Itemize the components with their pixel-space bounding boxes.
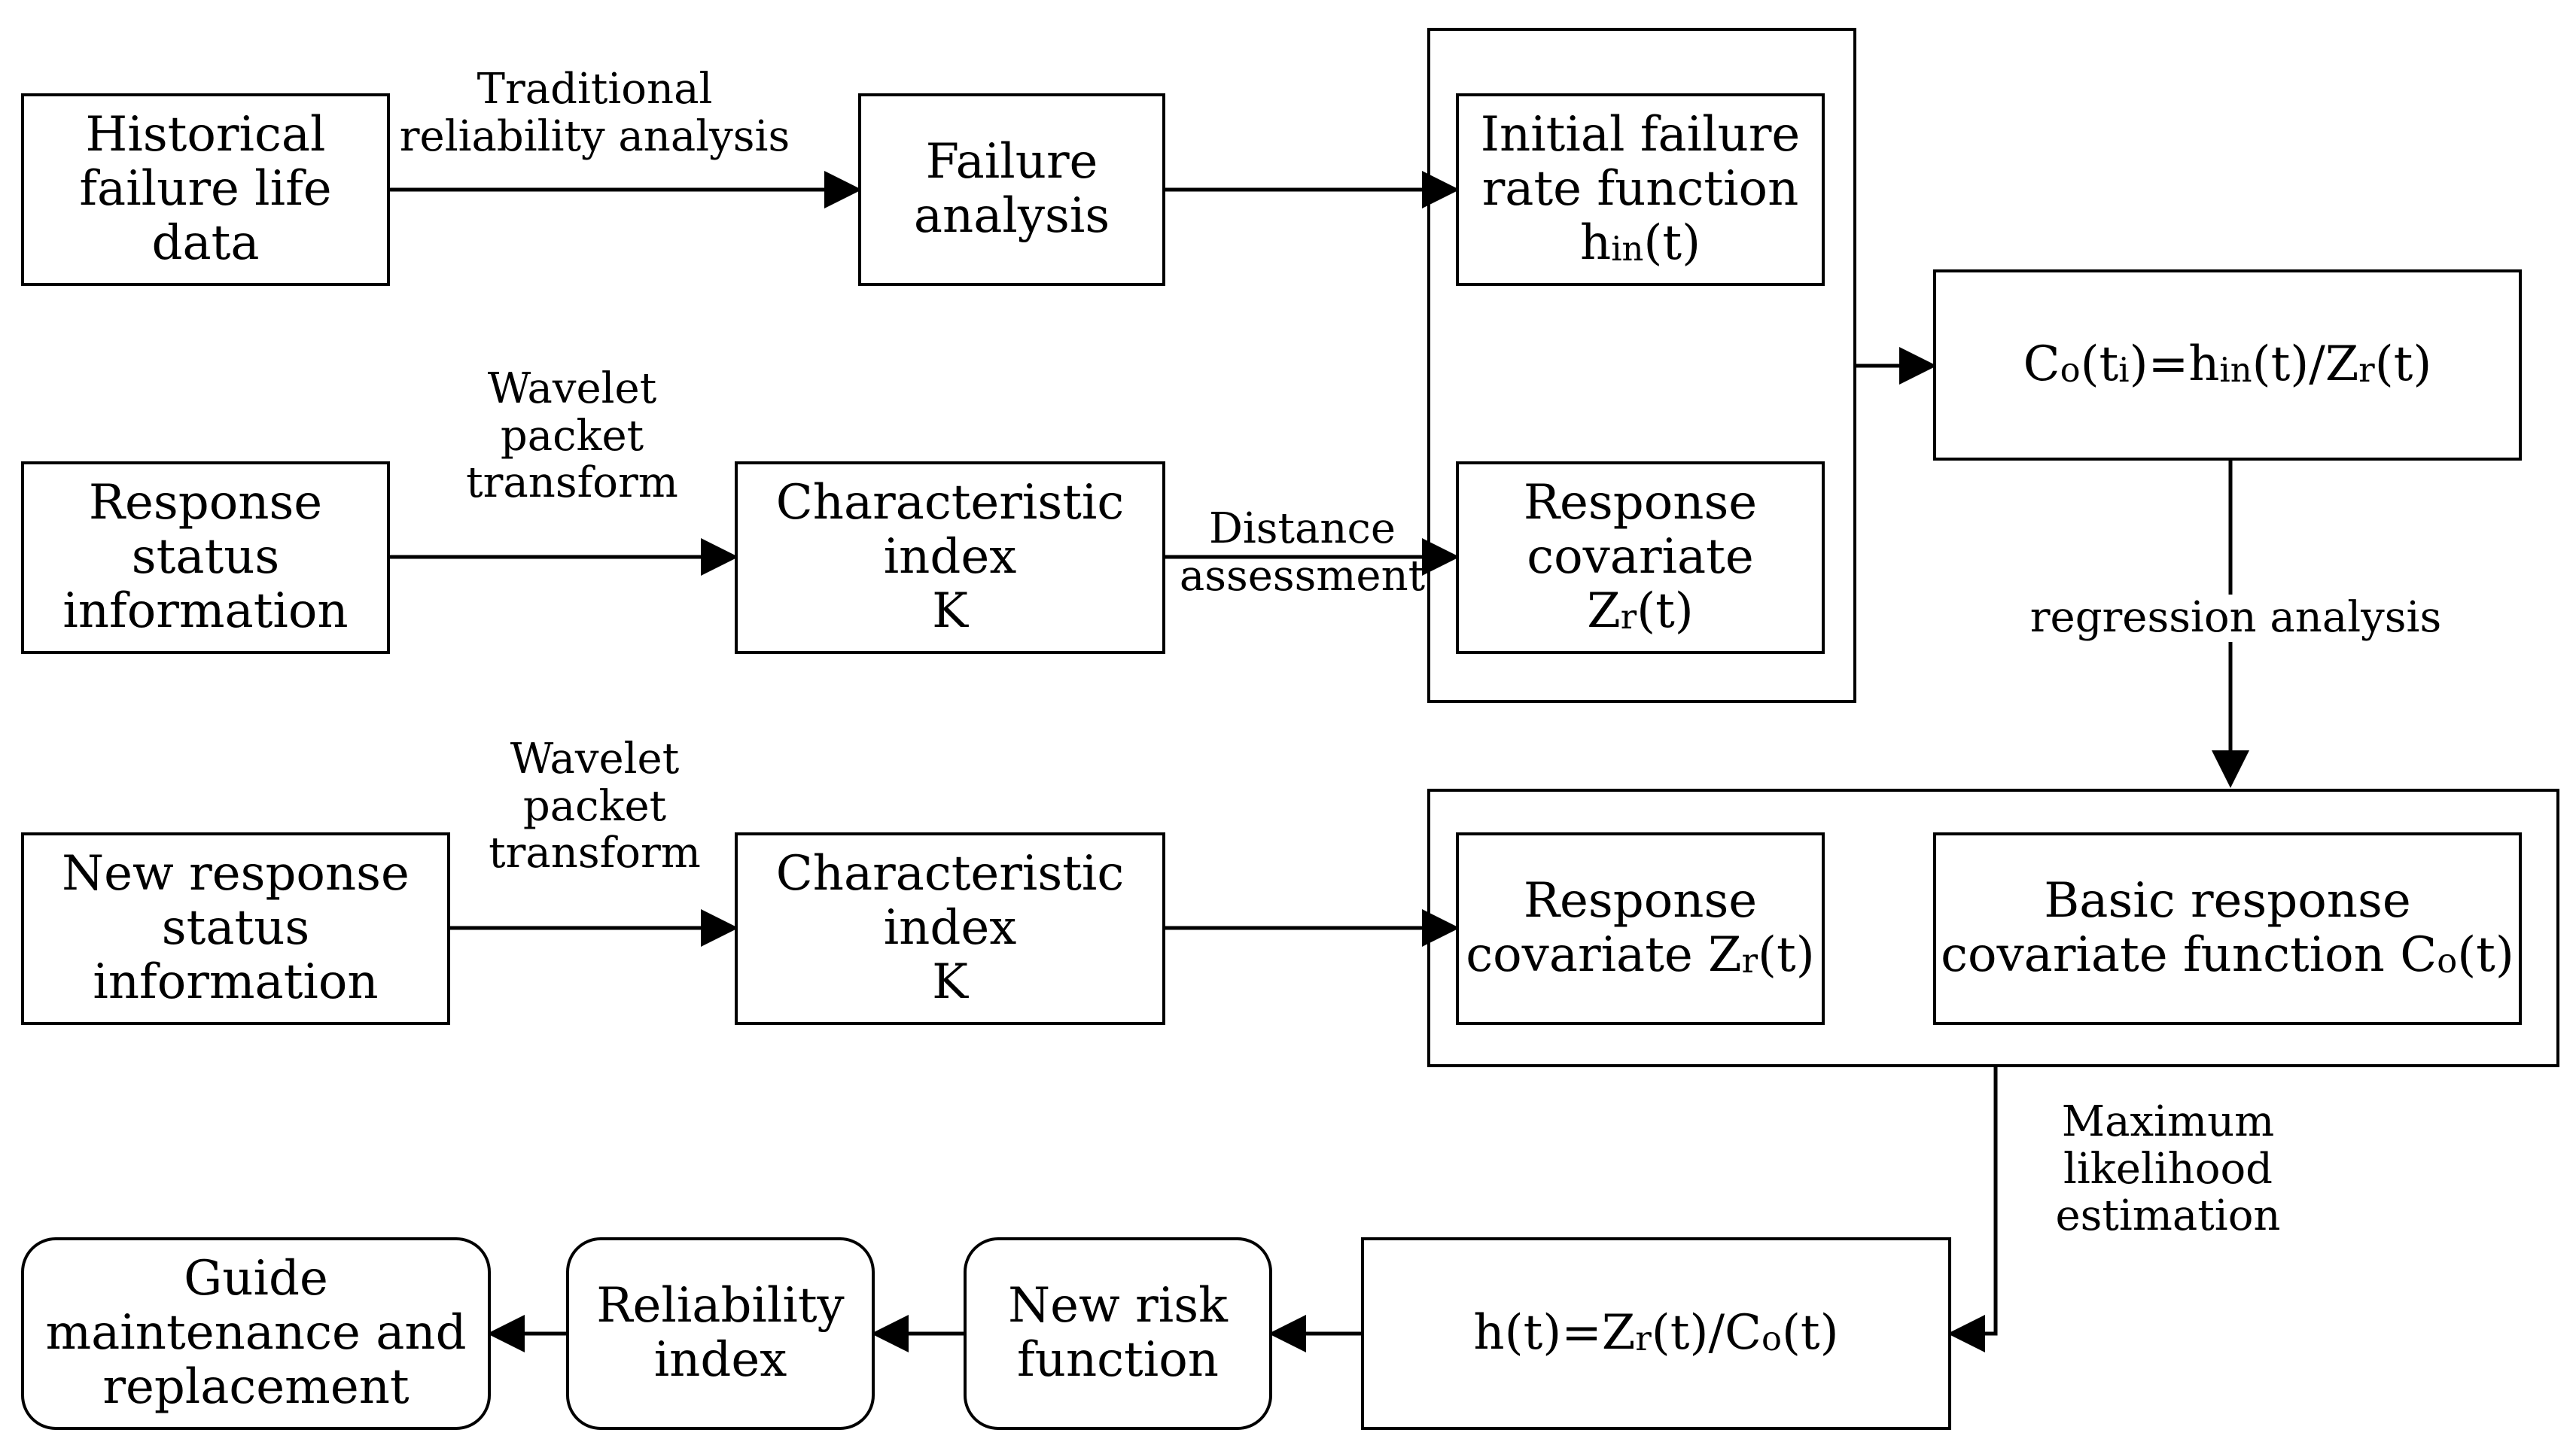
basic-response-covariate-line1: Basic response [2044,873,2411,929]
edge-label-traditional-reliability: Traditional reliability analysis [399,65,790,161]
response-covariate-2-line1: Response [1523,873,1758,929]
upper-group-container [1427,28,1856,703]
response-covariate-2-line2: covariate Zr(t) [1466,927,1815,983]
basic-response-covariate-box: Basic response covariate function Co(t) [1933,832,2522,1025]
initial-failure-rate-symbol: hin(t) [1579,214,1701,271]
basic-response-covariate-line2: covariate function Co(t) [1941,927,2514,983]
edge-label-wavelet-2: Wavelet packet transform [489,735,701,878]
edge-label-wavelet-1: Wavelet packet transform [466,364,678,508]
response-covariate-line1: Response [1523,475,1758,531]
response-covariate-box-2: Response covariate Zr(t) [1456,832,1825,1025]
new-risk-function-box: New risk function [964,1237,1272,1430]
edge-label-distance-assessment: Distance assessment [1179,504,1426,601]
response-covariate-symbol: Zr(t) [1587,583,1694,639]
initial-failure-rate-line2: rate function [1481,161,1799,218]
new-response-status-box: New response status information [21,832,450,1025]
response-covariate-box: Response covariate Zr(t) [1456,461,1825,654]
initial-failure-rate-box: Initial failure rate function hin(t) [1456,93,1825,286]
c0-formula-box: Co(ti)=hin(t)/Zr(t) [1933,269,2522,461]
characteristic-index-box-2: Characteristic index K [735,832,1165,1025]
reliability-index-box: Reliability index [566,1237,875,1430]
lower-group-container [1427,789,2559,1067]
h-formula-text: h(t)=Zr(t)/Co(t) [1473,1305,1839,1361]
guide-maintenance-box: Guide maintenance and replacement [21,1237,491,1430]
characteristic-index-box-1: Characteristic index K [735,461,1165,654]
failure-analysis-box: Failure analysis [858,93,1165,286]
arrow-lower-container-to-h-formula [1947,1067,1998,1352]
edge-label-regression-analysis: regression analysis [2025,594,2447,642]
historical-failure-data-box: Historical failure life data [21,93,390,286]
initial-failure-rate-line1: Initial failure [1480,107,1801,163]
response-status-box: Response status information [21,461,390,654]
h-formula-box: h(t)=Zr(t)/Co(t) [1361,1237,1951,1430]
response-covariate-line2: covariate [1527,529,1754,586]
edge-label-maximum-likelihood: Maximum likelihood estimation [2055,1097,2281,1241]
c0-formula-text: Co(ti)=hin(t)/Zr(t) [2023,336,2432,393]
